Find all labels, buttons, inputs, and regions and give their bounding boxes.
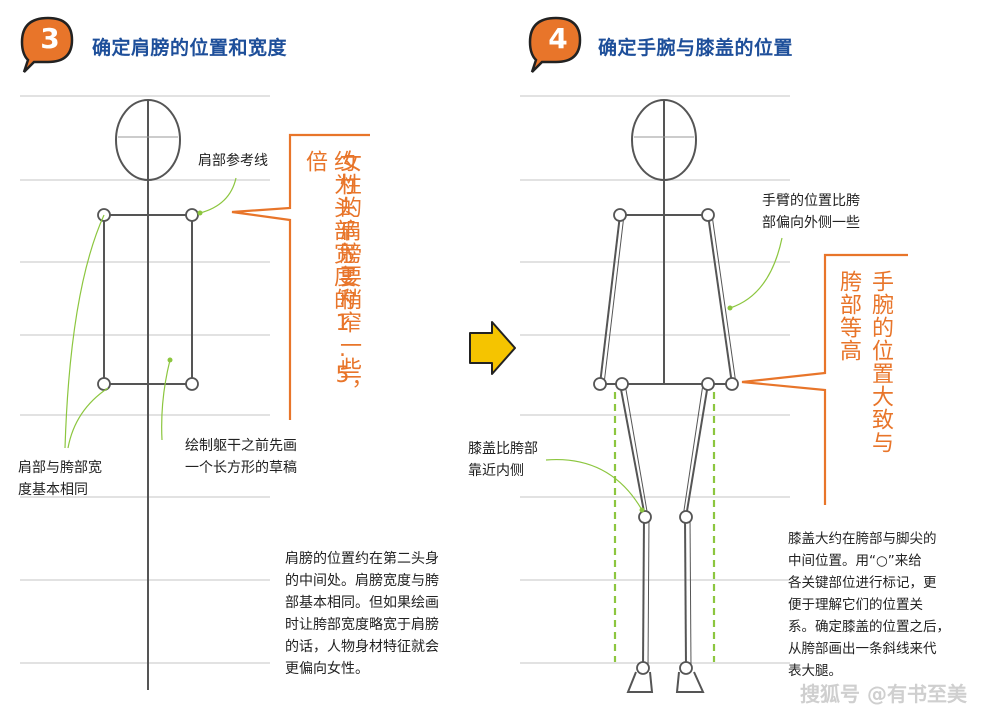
callout4-bracket xyxy=(741,253,908,505)
label-knee-line1: 膝盖比胯部 xyxy=(468,441,538,457)
figure3-leader-dots xyxy=(167,210,203,363)
figure3-skeleton xyxy=(103,99,193,690)
step3-badge xyxy=(20,16,74,73)
figure3-joints xyxy=(97,208,199,391)
step4-badge xyxy=(528,16,582,73)
label-box-line1: 绘制躯干之前先画 xyxy=(185,438,297,454)
label-equal-line1: 肩部与胯部宽 xyxy=(18,460,102,476)
figure4-skeleton xyxy=(599,99,737,693)
callout3-bracket xyxy=(231,133,370,420)
figure4-joints xyxy=(593,208,739,675)
label-arm-line2: 部偏向外侧一些 xyxy=(762,215,860,231)
callout3-col1: 女性的肩膀要稍窄一些， xyxy=(336,150,361,403)
label-equal-line2: 度基本相同 xyxy=(18,482,88,498)
step4-paragraph: 膝盖大约在胯部与脚尖的 中间位置。用“○”来给 各关键部位进行标记，更 便于理解… xyxy=(788,531,950,679)
callout3-col2: 约为头部宽度的1.5倍 xyxy=(302,150,355,389)
label-shoulder-reference: 肩部参考线 xyxy=(198,153,268,169)
step3-paragraph: 肩膀的位置约在第二头身 的中间处。肩膀宽度与胯 部基本相同。但如果绘画 时让胯部… xyxy=(285,551,439,677)
watermark: 搜狐号 @有书至美 xyxy=(800,682,967,706)
step3-title: 确定肩膀的位置和宽度 xyxy=(92,37,288,59)
label-knee-line2: 靠近内侧 xyxy=(468,463,524,479)
callout4-col1: 手腕的位置大致与 xyxy=(868,270,893,454)
figure4-hip-guides xyxy=(613,392,716,662)
figure4-leader-dots xyxy=(639,305,733,513)
figure3-leaders xyxy=(64,177,237,449)
head-unit-guides xyxy=(20,95,790,664)
step4-number: 4 xyxy=(548,22,568,55)
figure4-leaders xyxy=(545,237,783,511)
step3-number: 3 xyxy=(40,22,60,55)
label-box-line2: 一个长方形的草稿 xyxy=(185,460,297,476)
label-arm-line1: 手臂的位置比胯 xyxy=(762,193,860,209)
callout4-col2: 胯部等高 xyxy=(836,270,861,362)
next-arrow-icon xyxy=(469,321,516,375)
step4-title: 确定手腕与膝盖的位置 xyxy=(598,37,794,59)
